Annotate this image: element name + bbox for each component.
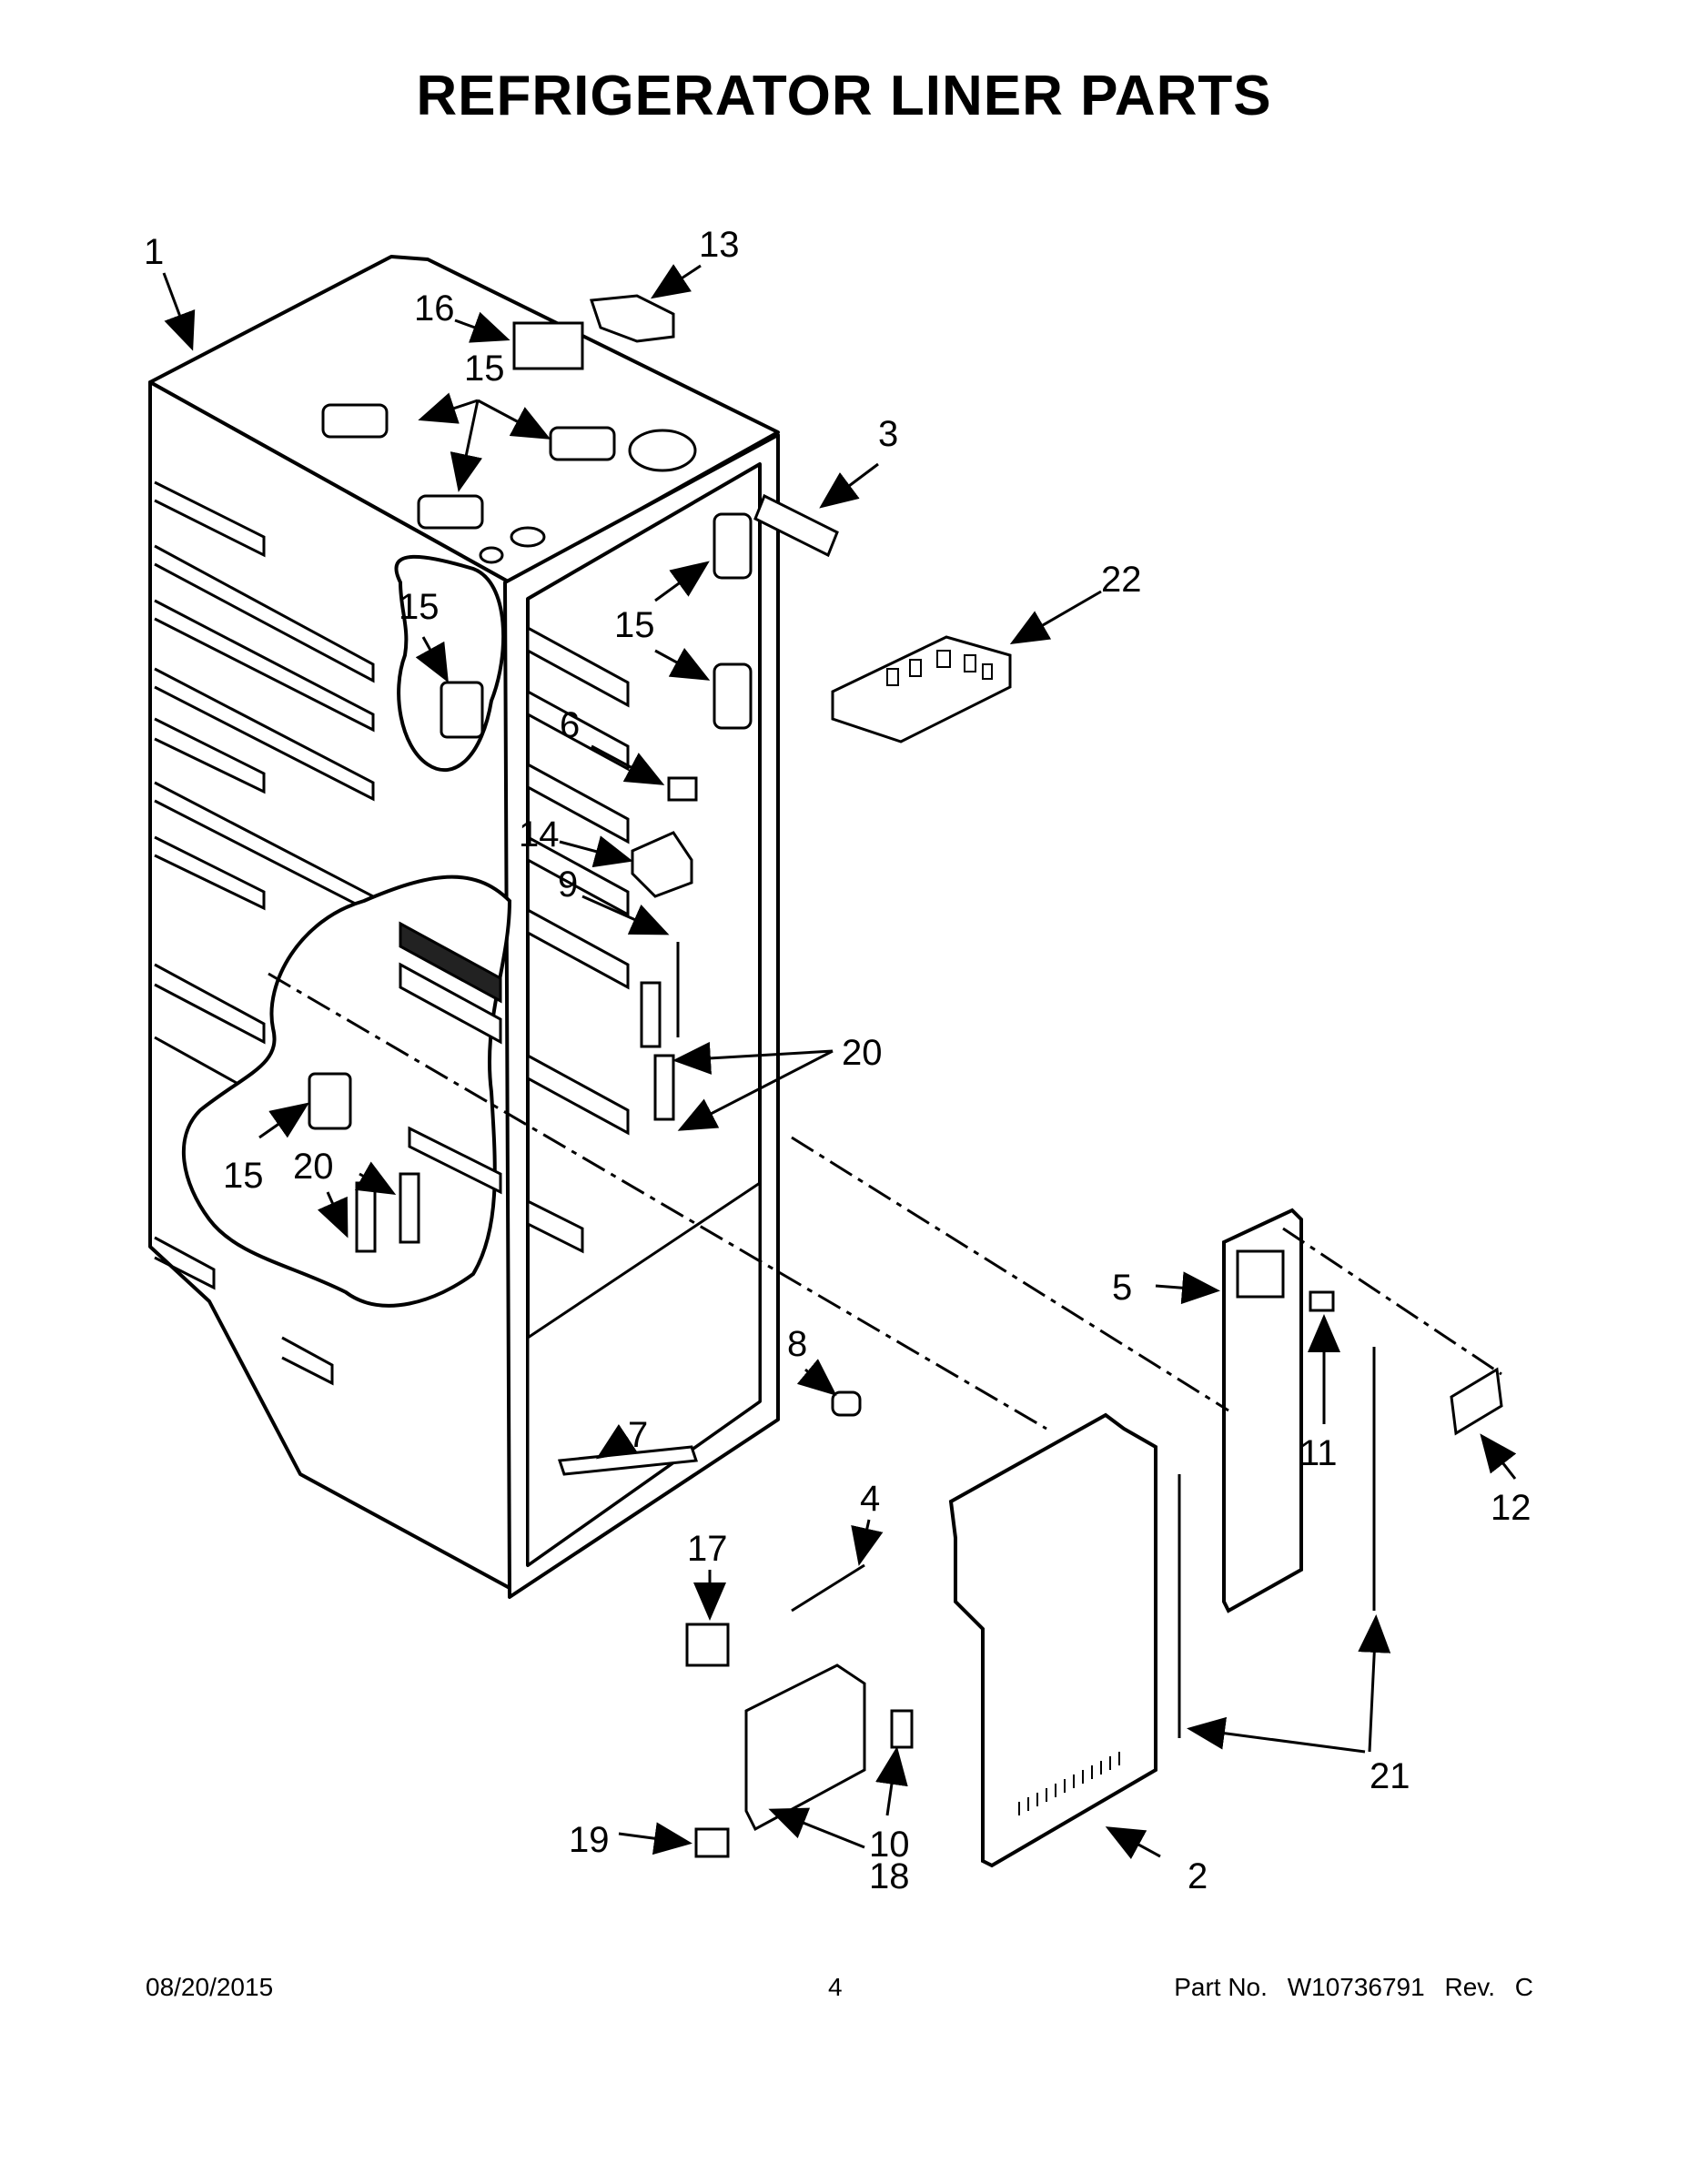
callout-17: 17 (687, 1529, 728, 1569)
callout-11: 11 (1299, 1433, 1338, 1473)
footer-page-number: 4 (828, 1973, 843, 2001)
callout-2: 2 (1188, 1856, 1208, 1896)
footer-part-no-label: Part No. (1174, 1973, 1268, 2001)
callout-3: 3 (878, 414, 898, 454)
air-tower-cover (948, 1412, 1157, 1868)
callout-9: 9 (558, 864, 578, 905)
callout-15-lower-bubble: 15 (223, 1156, 264, 1196)
footer-date: 08/20/2015 (146, 1973, 274, 2001)
footer-part-info: Part No. W10736791 Rev. C (1161, 1973, 1533, 2002)
valve (589, 294, 675, 343)
page-title: REFRIGERATOR LINER PARTS (416, 65, 1272, 127)
callout-22: 22 (1101, 560, 1142, 600)
callout-15-front: 15 (614, 605, 655, 645)
callout-7: 7 (628, 1415, 648, 1455)
liner-top-holes (479, 429, 697, 564)
callout-12: 12 (1491, 1488, 1531, 1528)
small-parts (355, 776, 1503, 1858)
control-housing (1222, 1208, 1303, 1613)
air-tower-vents (1018, 1752, 1120, 1815)
liner-shelf-rails (526, 625, 630, 1254)
callout-16: 16 (414, 288, 455, 329)
callout-5: 5 (1112, 1268, 1132, 1308)
callout-labels: 1 13 16 15 3 22 15 15 6 14 9 20 15 20 5 … (144, 225, 1531, 1896)
callout-4: 4 (860, 1479, 880, 1519)
footer-part-no: W10736791 (1287, 1973, 1425, 2001)
lamp-assemblies (308, 403, 753, 1130)
callout-6: 6 (560, 705, 580, 745)
callout-15-top: 15 (464, 349, 505, 389)
control-housing-window (1236, 1249, 1285, 1299)
callout-8: 8 (787, 1324, 807, 1364)
callout-10: 10 (869, 1825, 910, 1865)
callout-20-front: 20 (842, 1033, 883, 1073)
alignment-lines (268, 972, 1502, 1431)
callout-14: 14 (519, 814, 560, 854)
leader-arrows (162, 264, 1517, 1860)
callout-13: 13 (699, 225, 740, 265)
callout-18: 18 (869, 1856, 910, 1896)
callout-19: 19 (569, 1820, 610, 1860)
footer-rev-label: Rev. (1444, 1973, 1495, 2001)
filter-housing (753, 493, 839, 558)
control-board (831, 635, 1012, 743)
liner-side-ribs (154, 480, 375, 1386)
callout-21: 21 (1370, 1756, 1410, 1796)
control-board-components (886, 650, 993, 686)
footer-rev: C (1514, 1973, 1533, 2001)
cover-plate (512, 321, 584, 370)
callout-15-upper-bubble: 15 (399, 587, 440, 627)
detail-bubble-lower-rails (399, 921, 502, 1195)
callout-1: 1 (144, 232, 164, 272)
callout-20-lower-bubble: 20 (293, 1147, 334, 1187)
